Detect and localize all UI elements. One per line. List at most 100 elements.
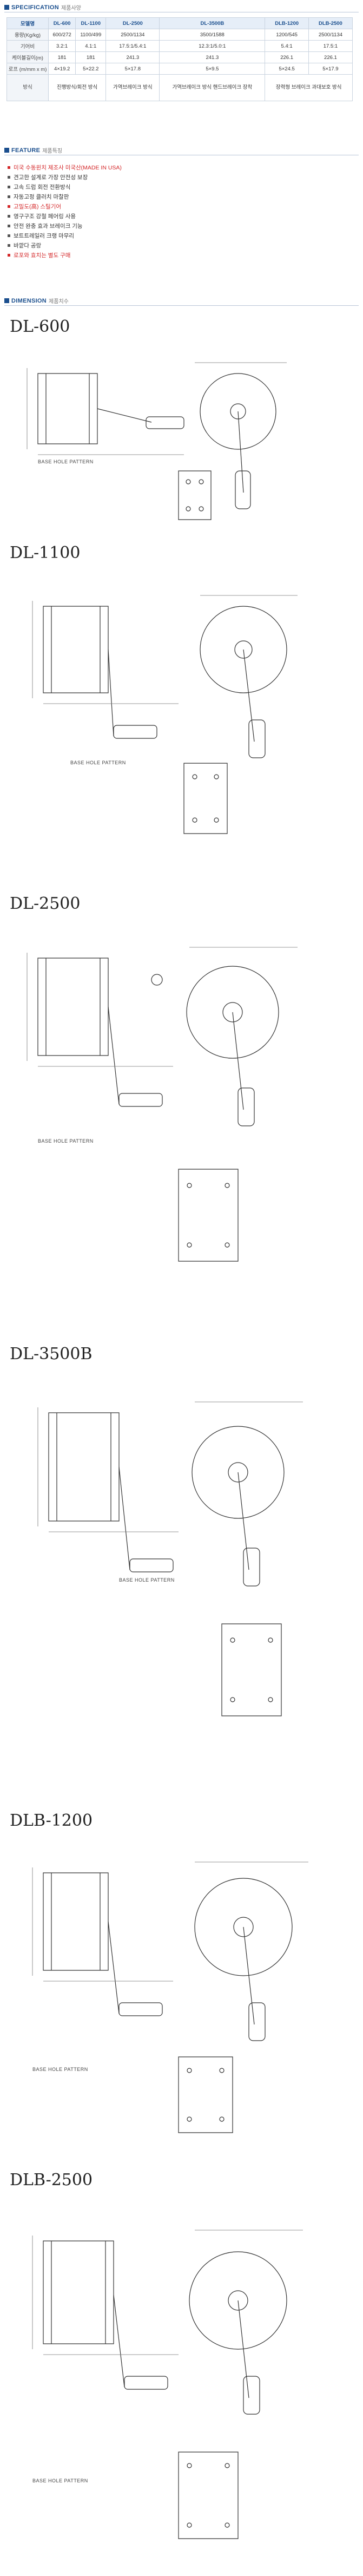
spec-table: 모델명 DL-600 DL-1100 DL-2500 DL-3500B DLB-… <box>6 17 353 101</box>
feature-text: 고속 드럼 회전 전환방식 <box>14 183 71 191</box>
model-title: DL-3500B <box>10 1345 93 1364</box>
bullet-icon <box>8 224 10 227</box>
spec-row: 기어비 3.2:1 4.1:1 17.5:1/5.4:1 12.3:1/5.0:… <box>6 40 353 52</box>
feature-item: 안전 완충 효과 브레이크 기능 <box>8 221 122 231</box>
spec-cell: 2500/1134 <box>308 29 353 41</box>
base-hole-pattern-label: BASE HOLE PATTERN <box>119 1577 175 1583</box>
feature-text: 미국 수동윈치 제조사 미국산(MADE IN USA) <box>14 164 122 171</box>
spec-cell: 5.4:1 <box>265 40 309 52</box>
section-marker-icon <box>4 148 9 153</box>
spec-cell: 1100/499 <box>75 29 107 41</box>
spec-cell: 진행방식/회전 방식 <box>48 74 107 101</box>
bullet-icon <box>8 253 10 257</box>
spec-col-header: DL-3500B <box>159 17 266 29</box>
model-title: DL-1100 <box>10 543 81 562</box>
spec-row: 케이블길이(m) 181 181 241.3 241.3 226.1 226.1 <box>6 51 353 63</box>
spec-cell: 181 <box>48 51 76 63</box>
spec-row-label: 로프 (m/mm x m) <box>6 63 49 75</box>
spec-cell: 226.1 <box>265 51 309 63</box>
feature-text: 영구구조 강철 페어링 사용 <box>14 213 76 220</box>
base-hole-pattern-label: BASE HOLE PATTERN <box>32 2067 88 2072</box>
feature-item: 로포와 효치는 별도 구매 <box>8 250 122 260</box>
spec-col-header: DLB-1200 <box>265 17 309 29</box>
feature-item: 고밀도(高) 스틸기어 <box>8 201 122 211</box>
model-title: DLB-1200 <box>10 1811 93 1830</box>
spec-cell: 4.1:1 <box>75 40 107 52</box>
spec-cell: 17.5:1/5.4:1 <box>105 40 160 52</box>
spec-cell: 5×24.5 <box>265 63 309 75</box>
feature-item: 보트트레일러 크랭 마무리 <box>8 231 122 240</box>
feature-item: 견고한 설계로 가장 안전성 보장 <box>8 172 122 182</box>
spec-cell: 5×9.5 <box>159 63 266 75</box>
feature-section-header: FEATURE 제품특징 <box>4 146 62 154</box>
spec-row: 용량(Kg/kg) 600/272 1100/499 2500/1134 350… <box>6 29 353 41</box>
dimension-section-header: DIMENSION 제품치수 <box>4 297 69 305</box>
spec-cell: 1200/545 <box>265 29 309 41</box>
spec-col-header: DL-2500 <box>105 17 160 29</box>
spec-row-label: 방식 <box>6 74 49 101</box>
model-title: DLB-2500 <box>10 2171 93 2190</box>
spec-cell: 5×17.8 <box>105 63 160 75</box>
model-title: DL-600 <box>10 317 70 336</box>
spec-row-label: 케이블길이(m) <box>6 51 49 63</box>
winch-drawing <box>16 1375 352 1786</box>
spec-cell: 226.1 <box>308 51 353 63</box>
feature-text: 고밀도(高) 스틸기어 <box>14 203 62 210</box>
feature-item: 영구구조 강철 페어링 사용 <box>8 211 122 221</box>
base-hole-pattern-label: BASE HOLE PATTERN <box>38 459 94 464</box>
feature-text: 자동고정 클러치 마찰판 <box>14 193 69 200</box>
spec-header-row: 모델명 DL-600 DL-1100 DL-2500 DL-3500B DLB-… <box>6 17 353 29</box>
bullet-icon <box>8 205 10 208</box>
spec-cell: 600/272 <box>48 29 76 41</box>
spec-subtitle: 제품사양 <box>61 5 81 11</box>
spec-cell: 17.5:1 <box>308 40 353 52</box>
base-hole-pattern-label: BASE HOLE PATTERN <box>70 760 126 765</box>
spec-cell: 3500/1588 <box>159 29 266 41</box>
spec-section-header: SPECIFICATION 제품사양 <box>4 3 81 11</box>
bullet-icon <box>8 214 10 218</box>
spec-row-label: 기어비 <box>6 40 49 52</box>
feature-item: 미국 수동윈치 제조사 미국산(MADE IN USA) <box>8 162 122 172</box>
winch-drawing <box>16 574 352 877</box>
spec-cell: 가역브레이크 방식 <box>105 74 160 101</box>
spec-row-label: 용량(Kg/kg) <box>6 29 49 41</box>
feature-text: 보트트레일러 크랭 마무리 <box>14 232 75 239</box>
spec-col-header: DL-600 <box>48 17 76 29</box>
base-hole-pattern-label: BASE HOLE PATTERN <box>38 1138 94 1144</box>
feature-text: 로포와 효치는 별도 구매 <box>14 252 71 259</box>
model-title: DL-2500 <box>10 894 81 913</box>
bullet-icon <box>8 195 10 198</box>
spec-col-header: DL-1100 <box>75 17 107 29</box>
spec-header-label: 모델명 <box>6 17 49 29</box>
feature-text: 바깥다 공랑 <box>14 242 42 249</box>
spec-row: 방식 진행방식/회전 방식 가역브레이크 방식 가역브레이크 방식 핸드브레이크… <box>6 74 353 101</box>
bullet-icon <box>8 175 10 179</box>
winch-drawing <box>16 926 352 1337</box>
spec-cell: 181 <box>75 51 107 63</box>
dimension-subtitle: 제품치수 <box>49 299 69 305</box>
spec-cell: 241.3 <box>159 51 266 63</box>
section-marker-icon <box>4 298 9 303</box>
base-hole-pattern-label: BASE HOLE PATTERN <box>32 2478 88 2483</box>
spec-cell: 5×22.2 <box>75 63 107 75</box>
spec-cell: 4×19.2 <box>48 63 76 75</box>
feature-subtitle: 제품특징 <box>42 148 63 154</box>
spec-cell: 12.3:1/5.0:1 <box>159 40 266 52</box>
spec-cell: 2500/1134 <box>105 29 160 41</box>
spec-cell: 장력형 브레이크 과대보호 방식 <box>265 74 353 101</box>
bullet-icon <box>8 185 10 188</box>
feature-text: 안전 완충 효과 브레이크 기능 <box>14 222 83 230</box>
winch-drawing <box>16 2203 352 2560</box>
winch-drawing <box>16 346 352 536</box>
dimension-title: DIMENSION <box>11 297 47 304</box>
feature-text: 견고한 설계로 가장 안전성 보장 <box>14 174 88 181</box>
bullet-icon <box>8 244 10 247</box>
section-marker-icon <box>4 5 9 10</box>
bullet-icon <box>8 234 10 237</box>
bullet-icon <box>8 166 10 169</box>
spec-cell: 가역브레이크 방식 핸드브레이크 장착 <box>159 74 266 101</box>
dimension-divider <box>4 305 359 306</box>
feature-title: FEATURE <box>11 147 41 154</box>
spec-cell: 5×17.9 <box>308 63 353 75</box>
feature-list: 미국 수동윈치 제조사 미국산(MADE IN USA) 견고한 설계로 가장 … <box>8 162 122 260</box>
